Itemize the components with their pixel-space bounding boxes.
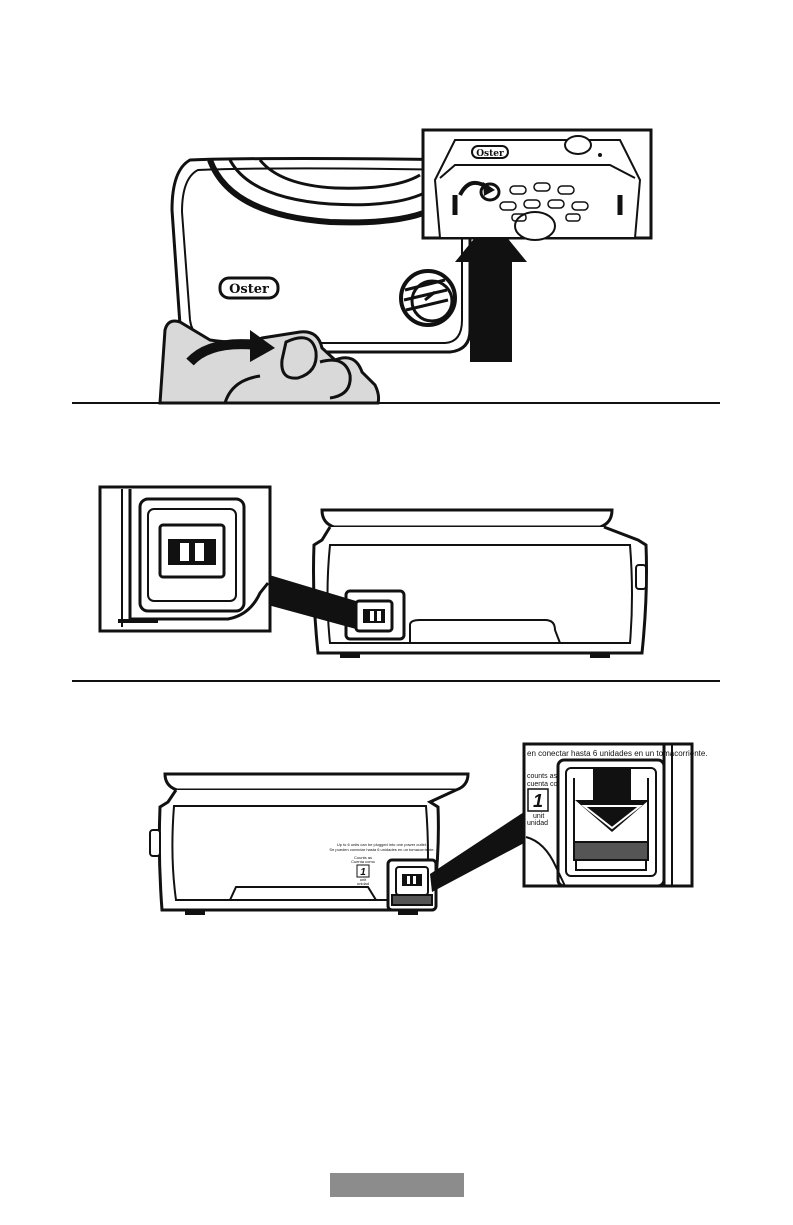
svg-text:en conectar hasta 6 unidades e: en conectar hasta 6 unidades en un tomac…	[527, 749, 708, 758]
svg-text:Oster: Oster	[476, 149, 504, 159]
inset-cord-tray-closeup: en conectar hasta 6 unidades en un tomac…	[524, 744, 708, 886]
svg-text:unidad: unidad	[357, 881, 369, 886]
figure-connector-location	[0, 405, 793, 680]
svg-text:counts as: counts as	[527, 773, 557, 780]
control-knob	[401, 271, 455, 325]
page-number-tab	[330, 1173, 464, 1197]
oster-logo-text: Oster	[229, 282, 269, 297]
connector-illustration	[0, 405, 793, 680]
cord-connector	[388, 860, 436, 910]
figure-cord-storage: Up to 6 units can be plugged into one po…	[0, 682, 793, 942]
lift-base-illustration: Oster Oster	[0, 0, 793, 405]
figure-lift-base: Oster Oster	[0, 0, 793, 405]
divider-1	[72, 402, 720, 404]
svg-text:unit: unit	[533, 813, 544, 820]
cord-storage-illustration: Up to 6 units can be plugged into one po…	[0, 682, 793, 942]
inset-underside-view: Oster	[423, 130, 651, 240]
svg-text:unidad: unidad	[527, 820, 548, 827]
inset-connector-closeup	[100, 487, 270, 631]
svg-text:Se pueden conectar hasta 6 uni: Se pueden conectar hasta 6 unidades en u…	[329, 847, 434, 852]
svg-text:Cuenta como: Cuenta como	[351, 859, 376, 864]
svg-text:1: 1	[533, 791, 543, 811]
